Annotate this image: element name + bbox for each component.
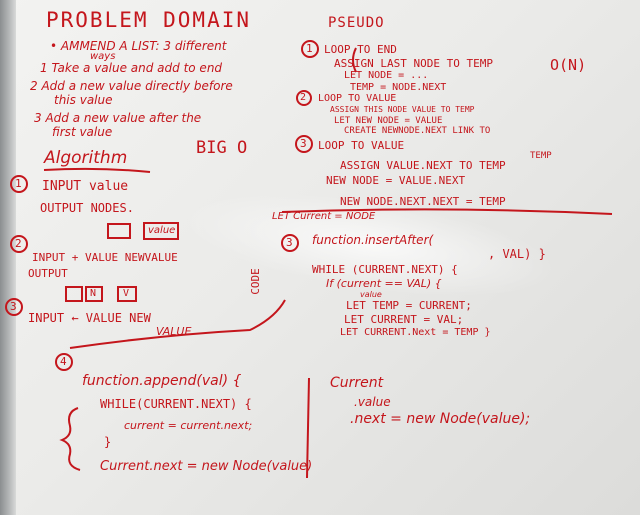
pseudo-line-1: ASSIGN LAST NODE TO TEMP xyxy=(334,57,493,70)
output-box-empty xyxy=(107,223,131,239)
step-3-input: INPUT ← VALUE NEW xyxy=(28,311,151,325)
side-current: Current xyxy=(330,375,384,391)
step-2-input: INPUT + VALUE NEWVALUE xyxy=(32,251,178,264)
pseudo-line-9: LOOP TO VALUE xyxy=(318,139,405,152)
pseudo-line-2: LET NODE = ... xyxy=(344,70,429,81)
algorithm-underline xyxy=(43,167,151,173)
output-box-value xyxy=(143,222,179,240)
pseudo-brace xyxy=(352,47,357,73)
problem-domain-title: PROBLEM DOMAIN xyxy=(46,8,252,32)
step-1-number: 1 xyxy=(15,177,22,190)
pseudo-line-0: LOOP TO END xyxy=(324,43,397,56)
append-while: WHILE(CURRENT.NEXT) { xyxy=(100,397,252,411)
pseudo-line-5: ASSIGN THIS NODE VALUE TO TEMP xyxy=(330,105,475,114)
output-box-v xyxy=(117,286,137,302)
code3-if: If (current == VAL) { xyxy=(326,277,442,290)
code3-let-current: LET Current = NODE xyxy=(272,211,376,222)
code-label: CODE xyxy=(248,268,262,295)
code-brace-curve xyxy=(69,299,286,349)
step-4-circle xyxy=(55,353,73,371)
problem-item-0: • AMMEND A LIST: 3 different xyxy=(50,39,227,53)
pseudo-circle-2-number: 2 xyxy=(300,92,307,103)
problem-item-4: this value xyxy=(54,93,113,107)
append-current-next: current = current.next; xyxy=(124,419,253,432)
pseudo-line-8: TEMP xyxy=(530,151,552,161)
output-box-n xyxy=(85,286,103,302)
output-box-value-text: value xyxy=(148,225,176,236)
problem-item-5: 3 Add a new value after the xyxy=(34,111,202,125)
big-o-label: BIG O xyxy=(196,138,248,158)
output-box-n-text: N xyxy=(90,288,97,299)
board-frame xyxy=(0,0,16,515)
problem-item-2: 1 Take a value and add to end xyxy=(40,61,223,75)
code-curly-brace xyxy=(59,407,81,471)
pseudo-line-11: NEW NODE = VALUE.NEXT xyxy=(326,174,466,187)
problem-item-1: ways xyxy=(90,51,116,62)
code3-circle xyxy=(281,234,299,252)
step-3-circle xyxy=(5,298,23,316)
pseudo-circle-3 xyxy=(295,135,313,153)
append-function: function.append(val) { xyxy=(82,373,242,389)
pseudo-line-3: TEMP = NODE.NEXT xyxy=(350,82,447,93)
step-1-input: INPUT value xyxy=(42,179,129,194)
pseudo-circle-1 xyxy=(301,40,319,58)
code3-function: function.insertAfter( xyxy=(312,233,434,247)
pseudo-circle-2 xyxy=(296,90,312,106)
side-next: .next = new Node(value); xyxy=(350,411,531,427)
code3-let-next: LET CURRENT.Next = TEMP } xyxy=(340,327,491,338)
step-2-circle xyxy=(10,235,28,253)
append-assign: Current.next = new Node(value) xyxy=(100,459,313,474)
step-3-value: VALUE xyxy=(156,325,192,338)
pseudo-circle-3-number: 3 xyxy=(300,137,307,150)
output-box-1 xyxy=(65,286,83,302)
pseudo-heading: PSEUDO xyxy=(328,15,385,31)
pseudo-line-10: ASSIGN VALUE.NEXT TO TEMP xyxy=(340,159,506,172)
code3-let-temp: LET TEMP = CURRENT; xyxy=(346,299,472,312)
step-2-number: 2 xyxy=(15,237,22,250)
problem-item-6: first value xyxy=(52,125,113,139)
code3-params: , VAL) } xyxy=(488,247,546,261)
complexity-label: O(N) xyxy=(550,56,587,74)
append-close-brace: } xyxy=(104,435,112,449)
step-4-number: 4 xyxy=(60,355,67,368)
code3-value: value xyxy=(360,290,382,299)
step-1-circle xyxy=(10,175,28,193)
step-3-number: 3 xyxy=(10,300,17,313)
pseudo-line-12: NEW NODE.NEXT.NEXT = TEMP xyxy=(340,195,506,208)
side-value: .value xyxy=(354,395,391,409)
step-1-output: OUTPUT NODES. xyxy=(40,201,134,215)
pseudo-line-4: LOOP TO VALUE xyxy=(318,93,397,104)
step-2-output: OUTPUT xyxy=(28,267,68,280)
problem-item-3: 2 Add a new value directly before xyxy=(30,79,233,93)
code3-circle-number: 3 xyxy=(286,236,293,249)
pseudo-circle-1-number: 1 xyxy=(306,42,313,55)
algorithm-heading: Algorithm xyxy=(44,148,128,168)
code3-let-current: LET CURRENT = VAL; xyxy=(344,313,464,326)
output-box-v-text: V xyxy=(123,288,130,299)
code3-while: WHILE (CURRENT.NEXT) { xyxy=(312,263,458,276)
pseudo-line-6: LET NEW NODE = VALUE xyxy=(334,116,443,126)
pseudo-divider xyxy=(281,208,613,215)
code-vertical-line xyxy=(306,377,310,479)
pseudo-line-7: CREATE NEWNODE.NEXT LINK TO xyxy=(344,126,491,136)
